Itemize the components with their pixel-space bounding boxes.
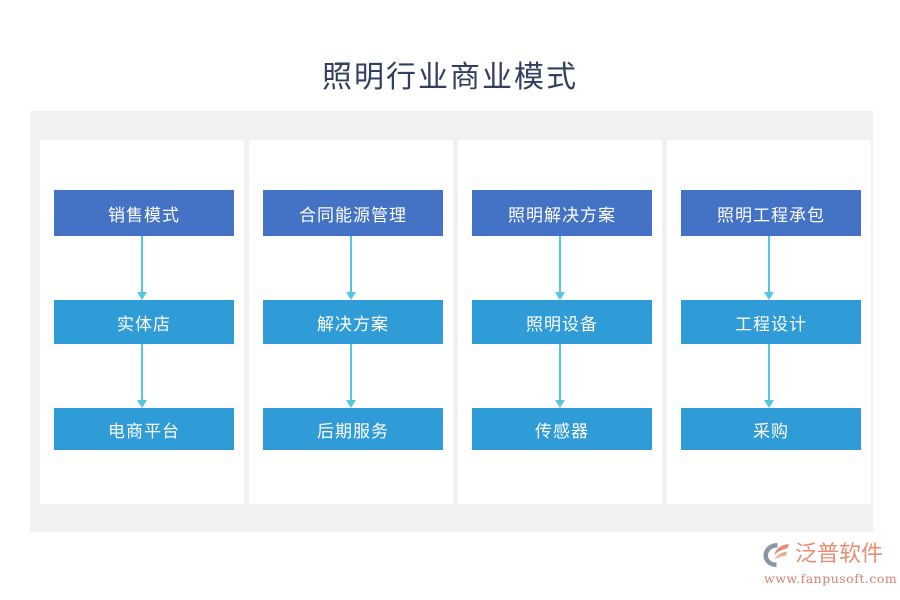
- node-sensor[interactable]: 传感器: [472, 408, 652, 450]
- arrow-down-icon: [555, 292, 565, 300]
- connector-line-2: [559, 344, 561, 402]
- arrow-down-icon: [137, 292, 147, 300]
- arrow-down-icon: [346, 292, 356, 300]
- connector-line-1: [141, 236, 143, 294]
- node-lighting-solution[interactable]: 照明解决方案: [472, 190, 652, 236]
- node-after-service[interactable]: 后期服务: [263, 408, 443, 450]
- connector-line-1: [768, 236, 770, 294]
- arrow-down-icon: [346, 400, 356, 408]
- connector-line-2: [768, 344, 770, 402]
- node-sales-mode[interactable]: 销售模式: [54, 190, 234, 236]
- node-engineering-design[interactable]: 工程设计: [681, 300, 861, 344]
- node-ecommerce-platform[interactable]: 电商平台: [54, 408, 234, 450]
- diagram-columns: 销售模式 实体店 电商平台 合同能源管理 解决方案 后期服务 照明解决方案 照明…: [40, 140, 871, 504]
- brand-url: www.fanpusoft.com: [764, 571, 898, 586]
- node-procurement[interactable]: 采购: [681, 408, 861, 450]
- arrow-down-icon: [555, 400, 565, 408]
- arrow-down-icon: [764, 292, 774, 300]
- arrow-down-icon: [764, 400, 774, 408]
- diagram-column-4: 照明工程承包 工程设计 采购: [667, 140, 871, 504]
- page-title: 照明行业商业模式: [322, 60, 578, 95]
- diagram-column-3: 照明解决方案 照明设备 传感器: [458, 140, 662, 504]
- node-lighting-equipment[interactable]: 照明设备: [472, 300, 652, 344]
- node-physical-store[interactable]: 实体店: [54, 300, 234, 344]
- node-lighting-contracting[interactable]: 照明工程承包: [681, 190, 861, 236]
- diagram-column-2: 合同能源管理 解决方案 后期服务: [249, 140, 453, 504]
- connector-line-1: [350, 236, 352, 294]
- brand-logo: 泛普软件 www.fanpusoft.com: [762, 540, 898, 592]
- node-solution[interactable]: 解决方案: [263, 300, 443, 344]
- brand-name: 泛普软件: [795, 542, 884, 567]
- connector-line-2: [141, 344, 143, 402]
- node-emc[interactable]: 合同能源管理: [263, 190, 443, 236]
- connector-line-1: [559, 236, 561, 294]
- fanpu-swoosh-logo-icon: [762, 541, 792, 569]
- connector-line-2: [350, 344, 352, 402]
- diagram-column-1: 销售模式 实体店 电商平台: [40, 140, 244, 504]
- arrow-down-icon: [137, 400, 147, 408]
